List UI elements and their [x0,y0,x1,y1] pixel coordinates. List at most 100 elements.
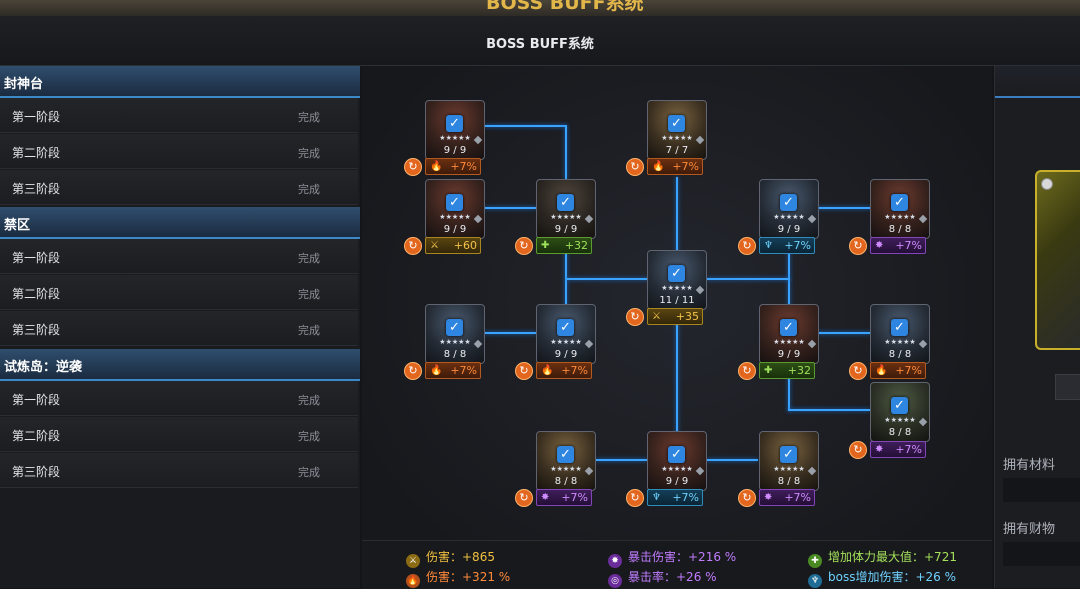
flame-icon: 🔥 [406,574,420,588]
buff-node[interactable]: ✓★★★★★9 / 9 [759,179,819,239]
connector-line [706,278,790,280]
buff-badge: 🔥+7% [647,158,703,175]
buff-node[interactable]: ✓★★★★★11 / 11 [647,250,707,310]
refresh-icon[interactable]: ↻ [849,441,867,459]
connector-line [484,125,566,127]
stage-row[interactable]: 第三阶段完成 [0,170,358,205]
action-button[interactable] [1055,374,1080,400]
stage-row[interactable]: 第三阶段完成 [0,453,358,488]
check-icon: ✓ [446,194,463,211]
star-rating: ★★★★★ [439,338,471,346]
refresh-icon[interactable]: ↻ [849,362,867,380]
crit-damage-icon: ✸ [541,492,550,503]
buff-badge: ⚔+35 [647,308,703,325]
boss-portrait: ✓★★★★★9 / 9 [536,179,596,239]
refresh-icon[interactable]: ↻ [626,158,644,176]
refresh-icon[interactable]: ↻ [626,489,644,507]
boss-card[interactable] [1035,170,1080,350]
stage-row[interactable]: 第三阶段完成 [0,311,358,346]
boss-portrait: ✓★★★★★9 / 9 [536,304,596,364]
boss-damage-icon: ♆ [808,574,822,588]
stage-row[interactable]: 第一阶段 完成 [0,239,358,274]
buff-badge: ✚+32 [759,362,815,379]
buff-node[interactable]: ✓★★★★★9 / 9 [425,100,485,160]
buff-node[interactable]: ✓★★★★★8 / 8 [870,382,930,442]
node-count: 8 / 8 [443,349,467,360]
star-rating: ★★★★★ [884,338,916,346]
buff-node[interactable]: ✓★★★★★8 / 8 [536,431,596,491]
node-count: 9 / 9 [665,476,689,487]
stage-row[interactable]: 第二阶段 完成 [0,134,358,169]
stage-label: 第三阶段 [12,182,61,196]
check-icon: ✓ [446,115,463,132]
stage-label: 第二阶段 [12,287,61,301]
buff-node[interactable]: ✓★★★★★8 / 8 [870,179,930,239]
boss-portrait: ✓★★★★★9 / 9 [759,179,819,239]
refresh-icon[interactable]: ↻ [849,237,867,255]
stage-row[interactable]: 第二阶段完成 [0,275,358,310]
sword-icon: ⚔ [406,554,420,568]
boss-portrait: ✓★★★★★7 / 7 [647,100,707,160]
check-icon: ✓ [891,397,908,414]
buff-badge: ✸+7% [870,441,926,458]
refresh-icon[interactable]: ↻ [626,308,644,326]
stage-label: 第二阶段 [12,146,61,160]
hp-plus-icon: ✚ [808,554,822,568]
stage-row[interactable]: 第一阶段完成 [0,98,358,133]
refresh-icon[interactable]: ↻ [738,489,756,507]
summary-damage: ⚔伤害：+865 [406,548,495,568]
connector-line [788,409,870,411]
refresh-icon[interactable]: ↻ [738,362,756,380]
category-header-fengshentai[interactable]: 封神台 [0,66,360,98]
star-rating: ★★★★★ [661,284,693,292]
buff-node[interactable]: ✓★★★★★8 / 8 [425,304,485,364]
check-icon: ✓ [668,115,685,132]
connector-line [788,363,790,411]
buff-node[interactable]: ✓★★★★★9 / 9 [536,304,596,364]
refresh-icon[interactable]: ↻ [404,158,422,176]
stage-status: 完成 [298,252,320,265]
buff-node[interactable]: ✓★★★★★7 / 7 [647,100,707,160]
buff-badge: ♆+7% [647,489,703,506]
stage-row[interactable]: 第二阶段完成 [0,417,358,452]
boss-portrait: ✓★★★★★9 / 9 [425,179,485,239]
stage-label: 第一阶段 [12,251,61,265]
stage-row[interactable]: 第一阶段完成 [0,381,358,416]
stage-status: 完成 [298,111,320,124]
sidebar: 封神台 第一阶段完成 第二阶段完成 第三阶段完成 禁区 第一阶段完成 第二阶段完… [0,66,360,588]
node-count: 9 / 9 [443,145,467,156]
buff-node[interactable]: ✓★★★★★8 / 8 [759,431,819,491]
flame-icon: 🔥 [541,365,554,376]
refresh-icon[interactable]: ↻ [738,237,756,255]
buff-node[interactable]: ✓★★★★★9 / 9 [425,179,485,239]
items-label: 拥有财物 [1003,522,1056,537]
star-rating: ★★★★★ [550,338,582,346]
refresh-icon[interactable]: ↻ [515,489,533,507]
flame-icon: 🔥 [652,161,665,172]
node-count: 9 / 9 [554,224,578,235]
stage-status: 完成 [298,147,320,160]
category-header-jinqu[interactable]: 禁区 [0,207,360,239]
boss-portrait: ✓★★★★★9 / 9 [759,304,819,364]
refresh-icon[interactable]: ↻ [404,237,422,255]
buff-node[interactable]: ✓★★★★★9 / 9 [536,179,596,239]
refresh-icon[interactable]: ↻ [515,362,533,380]
star-rating: ★★★★★ [550,465,582,473]
title-bar: BOSS BUFF系统 [0,16,1080,66]
node-count: 8 / 8 [777,476,801,487]
page-title: BOSS BUFF系统 [486,37,594,52]
boss-portrait: ✓★★★★★8 / 8 [870,382,930,442]
refresh-icon[interactable]: ↻ [404,362,422,380]
connector-line [565,125,567,180]
node-count: 9 / 9 [443,224,467,235]
stage-label: 第一阶段 [12,393,61,407]
category-header-shiliandao[interactable]: 试炼岛：逆袭 [0,349,360,381]
buff-node[interactable]: ✓★★★★★9 / 9 [647,431,707,491]
boss-portrait: ✓★★★★★8 / 8 [759,431,819,491]
buff-node[interactable]: ✓★★★★★9 / 9 [759,304,819,364]
check-icon: ✓ [668,265,685,282]
flame-icon: 🔥 [430,161,443,172]
buff-badge: ✸+7% [759,489,815,506]
buff-node[interactable]: ✓★★★★★8 / 8 [870,304,930,364]
refresh-icon[interactable]: ↻ [515,237,533,255]
